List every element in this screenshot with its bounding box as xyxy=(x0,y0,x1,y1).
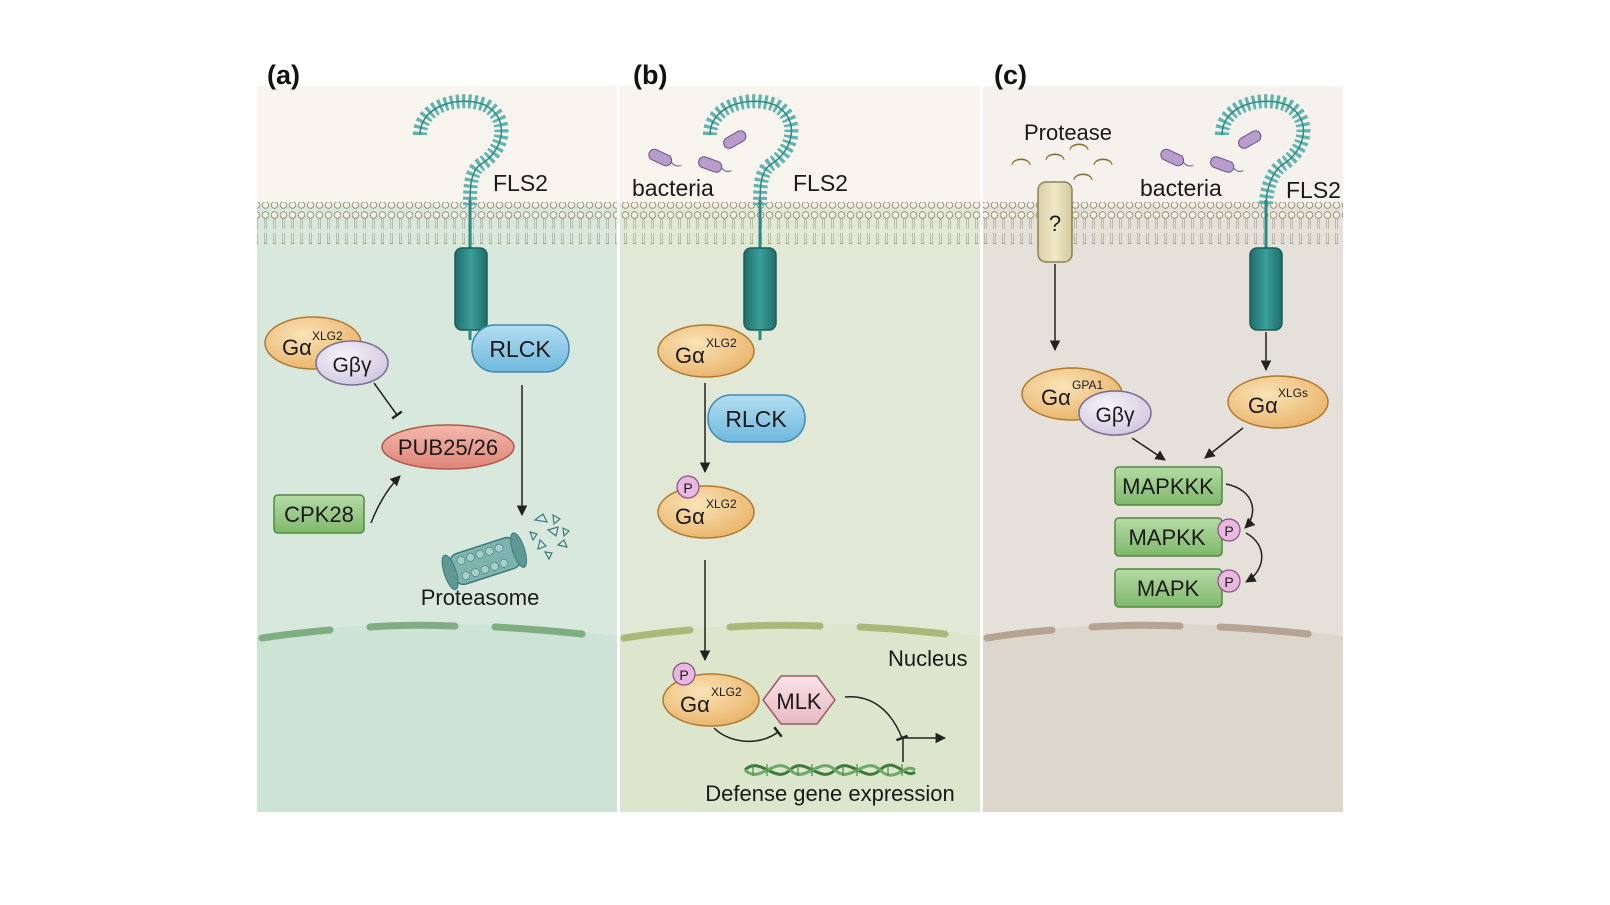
g-alpha-label: Gα xyxy=(675,504,705,529)
rlck-protein: RLCK xyxy=(707,394,806,443)
g-beta-gamma: Gβγ xyxy=(1078,390,1152,436)
phosphate-label: P xyxy=(1224,574,1233,590)
plasma-membrane xyxy=(257,202,617,244)
nucleus-label: Nucleus xyxy=(888,646,967,671)
proteasome-icon xyxy=(441,513,571,591)
g-alpha-xlgs: Gα XLGs xyxy=(1227,375,1329,429)
panel-a: (a) FLS2 RLCK Gα XLG2 Gβγ xyxy=(257,60,617,812)
inhibition-arrow xyxy=(844,696,909,742)
activation-arrow xyxy=(1204,427,1244,459)
panel-divider xyxy=(980,86,983,812)
unknown-receptor-label: ? xyxy=(1049,211,1061,236)
fls2-receptor xyxy=(413,94,509,340)
plasma-membrane xyxy=(620,202,980,244)
inhibition-arrow xyxy=(373,382,403,420)
panel-b: (b) bacteria FLS2 Gα XLG2 RLCK xyxy=(620,60,980,812)
phosphate-label: P xyxy=(683,480,692,496)
g-alpha-sup: XLG2 xyxy=(711,685,742,699)
g-alpha-xlg2-phospho: Gα XLG2 P xyxy=(657,475,755,539)
mapk-protein: MAPK P xyxy=(1114,568,1241,608)
lrr-coil-icon xyxy=(703,94,799,206)
mapkk-protein: MAPKK P xyxy=(1114,517,1241,557)
g-bg-label: Gβγ xyxy=(1096,404,1135,427)
g-alpha-sup: XLG2 xyxy=(312,329,343,343)
transcription-start-arrow xyxy=(902,732,947,762)
inhibition-arrow xyxy=(713,726,783,743)
phosphate-badge xyxy=(1217,569,1241,593)
protease-label: Protease xyxy=(1024,120,1112,145)
peptide-fragments-icon xyxy=(529,513,571,561)
bacteria-icon xyxy=(1160,130,1262,173)
mapkkk-protein: MAPKKK xyxy=(1114,466,1223,506)
lrr-coil-icon xyxy=(1215,94,1311,206)
g-beta-gamma: Gβγ xyxy=(315,340,389,386)
panel-c: (c) Protease ? bacteria xyxy=(983,60,1343,812)
panel-letter-b: (b) xyxy=(633,60,667,90)
phosphorylation-arrow xyxy=(1245,532,1263,583)
mlk-protein: MLK xyxy=(762,675,836,725)
mapkkk-label: MAPKKK xyxy=(1122,474,1214,499)
fls2-label: FLS2 xyxy=(1286,177,1341,203)
gpa1-sup: GPA1 xyxy=(1072,378,1103,392)
proteasome-label: Proteasome xyxy=(421,585,540,610)
mapk-label: MAPK xyxy=(1137,576,1200,601)
g-bg-label: Gβγ xyxy=(333,354,372,377)
mlk-label: MLK xyxy=(776,689,822,714)
phosphate-badge xyxy=(676,475,700,499)
dna-icon xyxy=(743,763,916,777)
bacteria-icon xyxy=(648,130,747,173)
panel-letter-c: (c) xyxy=(994,60,1027,90)
pub-label: PUB25/26 xyxy=(398,435,498,460)
activation-arrow xyxy=(370,475,401,524)
lrr-coil-icon xyxy=(413,94,509,206)
fls2-label: FLS2 xyxy=(793,170,848,196)
plasma-membrane xyxy=(983,202,1343,244)
g-alpha-label: Gα xyxy=(680,692,710,717)
rlck-protein: RLCK xyxy=(471,324,570,373)
nuclear-envelope xyxy=(620,621,949,642)
panel-letter-a: (a) xyxy=(267,60,300,90)
mapkk-label: MAPKK xyxy=(1128,525,1205,550)
fls2-receptor xyxy=(703,94,799,340)
nuclear-envelope xyxy=(983,621,1312,642)
protease-icon xyxy=(1011,143,1113,181)
phosphate-badge xyxy=(1217,518,1241,542)
fls2-receptor xyxy=(1215,94,1311,331)
bacteria-label: bacteria xyxy=(632,175,714,201)
unknown-receptor: ? xyxy=(1037,181,1073,263)
rlck-label: RLCK xyxy=(725,406,787,432)
xlgs-sup: XLGs xyxy=(1278,386,1308,400)
pub25-26-protein: PUB25/26 xyxy=(381,424,515,470)
g-alpha-xlg2-nuclear: Gα XLG2 P xyxy=(662,662,760,727)
g-alpha-label: Gα xyxy=(1248,393,1278,418)
fls2-label: FLS2 xyxy=(493,170,548,196)
phosphate-badge xyxy=(672,662,696,686)
phosphate-label: P xyxy=(679,667,688,683)
g-alpha-sup: XLG2 xyxy=(706,336,737,350)
activation-arrow xyxy=(1131,437,1166,461)
cpk28-protein: CPK28 xyxy=(273,494,365,534)
cpk-label: CPK28 xyxy=(284,502,354,527)
g-alpha-label: Gα xyxy=(282,335,312,360)
phosphate-label: P xyxy=(1224,523,1233,539)
g-alpha-xlg2: Gα XLG2 xyxy=(657,324,755,378)
phosphorylation-arrow xyxy=(1225,483,1256,529)
bacteria-label: bacteria xyxy=(1140,175,1222,201)
g-alpha-sup: XLG2 xyxy=(706,497,737,511)
nuclear-envelope xyxy=(258,621,586,642)
g-alpha-label: Gα xyxy=(675,343,705,368)
g-alpha-label: Gα xyxy=(1041,385,1071,410)
rlck-label: RLCK xyxy=(489,336,551,362)
panel-divider xyxy=(617,86,620,812)
defense-gene-label: Defense gene expression xyxy=(705,781,955,806)
